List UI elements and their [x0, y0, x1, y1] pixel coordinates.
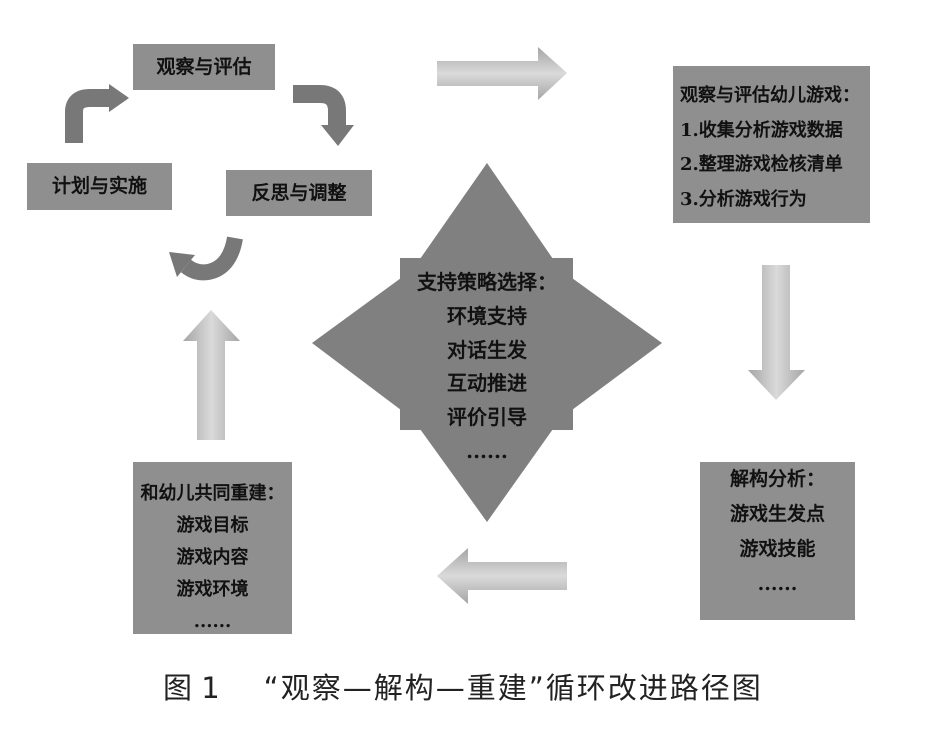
four-way-arrow-up-head: [420, 163, 553, 259]
rebuild-box-item: ......: [193, 611, 232, 632]
strategy-item: 对话生发: [447, 337, 527, 362]
flow-arrow-up-icon: [183, 310, 240, 440]
cycle-plan-box: 计划与实施: [27, 163, 172, 210]
curved-arrow-plan-to-observe-body: [65, 89, 110, 143]
figure-caption: 图 1 “观察—解构—重建”循环改进路径图: [163, 670, 763, 706]
figure-label: 图 1: [163, 671, 220, 705]
curved-arrow-reflect-to-plan-body: [181, 236, 243, 281]
strategy-item: 评价引导: [447, 405, 527, 430]
cycle-observe-box: 观察与评估: [133, 44, 275, 90]
rebuild-box: 和幼儿共同重建： 游戏目标 游戏内容 游戏环境 ......: [133, 462, 292, 634]
figure-title: “观察—解构—重建”循环改进路径图: [263, 671, 763, 705]
observe-box-item: 2.整理游戏检核清单: [680, 154, 843, 175]
flow-arrow-left-icon: [437, 548, 567, 604]
curved-arrow-observe-to-reflect-icon: [293, 85, 354, 146]
strategy-text-block: 支持策略选择： 环境支持 对话生发 互动推进 评价引导 ......: [400, 266, 574, 469]
deconstruct-box-title: 解构分析：: [729, 468, 825, 490]
flow-arrow-right-icon: [437, 47, 567, 100]
rebuild-box-title: 和幼儿共同重建：: [140, 483, 285, 504]
deconstruct-box-item: ......: [757, 573, 798, 595]
strategy-item: ......: [466, 438, 508, 463]
rebuild-box-item: 游戏环境: [176, 579, 249, 600]
curved-arrow-plan-to-observe-icon: [65, 84, 129, 143]
curved-arrow-plan-to-observe-head: [109, 84, 129, 112]
curved-arrow-reflect-to-plan-head: [169, 252, 195, 277]
deconstruct-analysis-box: 解构分析： 游戏生发点 游戏技能 ......: [700, 462, 855, 620]
four-way-arrow-left-head: [312, 278, 401, 410]
strategy-item: 环境支持: [447, 303, 527, 328]
four-way-arrow-right-head: [572, 278, 662, 410]
rebuild-box-item: 游戏内容: [176, 547, 249, 568]
observe-assess-box: 观察与评估幼儿游戏： 1.收集分析游戏数据 2.整理游戏检核清单 3.分析游戏行…: [673, 66, 870, 223]
four-way-arrow-center: [400, 258, 573, 430]
flow-arrow-down-icon: [748, 265, 805, 400]
cycle-reflect-box: 反思与调整: [226, 170, 372, 216]
four-way-arrow-icon: [312, 163, 662, 522]
observe-box-item: 1.收集分析游戏数据: [680, 119, 843, 141]
deconstruct-box-item: 游戏技能: [739, 538, 816, 560]
observe-box-item: 3.分析游戏行为: [680, 188, 807, 210]
deconstruct-box-item: 游戏生发点: [729, 503, 825, 525]
observe-box-title: 观察与评估幼儿游戏：: [680, 85, 860, 106]
rebuild-box-item: 游戏目标: [176, 515, 249, 536]
curved-arrow-observe-to-reflect-body: [293, 85, 346, 126]
curved-arrow-reflect-to-plan-icon: [169, 236, 243, 281]
four-way-arrow-down-head: [420, 429, 553, 522]
strategy-title: 支持策略选择：: [417, 270, 557, 294]
strategy-item: 互动推进: [447, 371, 527, 396]
curved-arrow-observe-to-reflect-head: [321, 125, 354, 146]
